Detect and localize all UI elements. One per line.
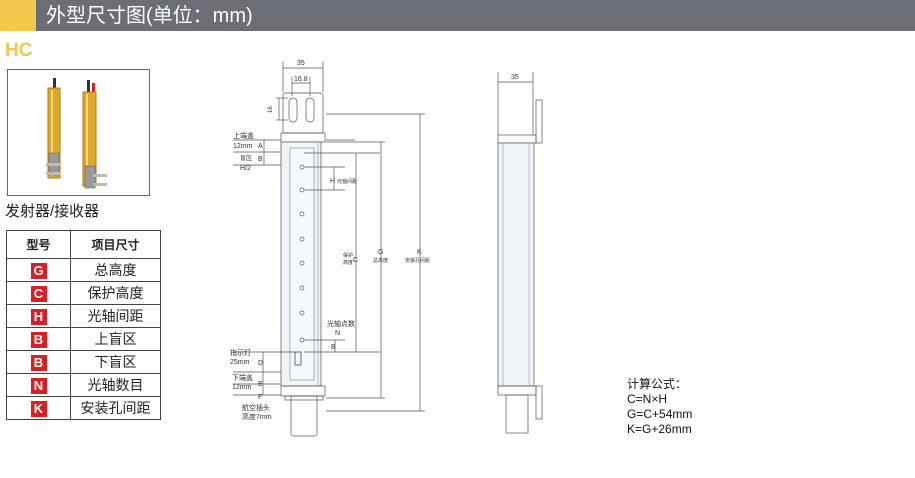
dim-16-8: 16.8 bbox=[294, 76, 308, 83]
formula-title: 计算公式： bbox=[627, 377, 688, 391]
label-N: N bbox=[335, 330, 340, 337]
section-header: 外型尺寸图(单位：mm) bbox=[0, 0, 915, 31]
label-E: E bbox=[258, 381, 263, 388]
label-blind: 盲区 bbox=[240, 154, 252, 162]
label-mount-pitch: 安装孔间距 bbox=[405, 257, 430, 264]
label-H: H bbox=[330, 178, 335, 185]
label-G: G bbox=[378, 249, 383, 256]
column-header-item: 项目尺寸 bbox=[70, 230, 161, 259]
formula-line-2: G=C+54mm bbox=[627, 407, 693, 421]
row-label: 总高度 bbox=[70, 258, 161, 282]
code-badge: H bbox=[30, 308, 47, 325]
row-label: 上盲区 bbox=[70, 327, 161, 351]
dim-35-side: 35 bbox=[511, 74, 519, 81]
dim-35-front: 35 bbox=[297, 60, 305, 67]
label-height: 高度 bbox=[343, 259, 353, 266]
table-row: N 光轴数目 bbox=[6, 373, 161, 397]
table-row: B 下盲区 bbox=[6, 350, 161, 374]
label-H2: H/2 bbox=[240, 165, 251, 172]
code-badge: N bbox=[30, 377, 47, 394]
label-12mm-top: 12mm bbox=[233, 143, 253, 150]
label-25mm: 25mm bbox=[230, 359, 250, 366]
product-caption: 发射器/接收器 bbox=[5, 203, 100, 220]
row-label: 光轴数目 bbox=[70, 373, 161, 397]
header-accent bbox=[0, 0, 36, 31]
table-row: B 上盲区 bbox=[6, 327, 161, 351]
table-header-row: 型号 项目尺寸 bbox=[6, 230, 161, 259]
label-A: A bbox=[258, 143, 263, 150]
section-title: 外型尺寸图(单位：mm) bbox=[46, 5, 253, 27]
column-header-model: 型号 bbox=[6, 230, 71, 259]
label-bottom-cap: 下端盖 bbox=[232, 373, 253, 382]
row-label: 下盲区 bbox=[70, 350, 161, 374]
label-B-top: B bbox=[258, 156, 263, 163]
spec-table: 型号 项目尺寸 G 总高度 C 保护高度 H 光轴间距 B 上盲区 B 下盲区 … bbox=[6, 230, 161, 420]
label-axis-pitch: 光轴间距 bbox=[337, 178, 357, 185]
model-code: HC bbox=[5, 40, 33, 61]
label-axis-count: 光轴点数 bbox=[327, 319, 355, 328]
code-badge: C bbox=[30, 285, 47, 302]
formula-line-3: K=G+26mm bbox=[627, 422, 692, 436]
row-label: 光轴间距 bbox=[70, 304, 161, 328]
table-row: G 总高度 bbox=[6, 258, 161, 282]
label-F: F bbox=[258, 394, 262, 401]
formula-line-1: C=N×H bbox=[627, 392, 668, 406]
label-top-cap: 上端盖 bbox=[233, 131, 254, 140]
label-connector: 航空插头 bbox=[242, 403, 270, 412]
label-indicator: 指示灯 bbox=[230, 348, 251, 357]
label-12mm-bottom: 12mm bbox=[232, 384, 252, 391]
label-connector-h: 高度7mm bbox=[242, 412, 272, 421]
label-K: K bbox=[417, 249, 422, 256]
label-D: D bbox=[258, 360, 263, 367]
table-row: H 光轴间距 bbox=[6, 304, 161, 328]
label-B-bottom: B bbox=[331, 344, 336, 351]
product-image bbox=[7, 69, 150, 196]
label-total-height: 总高度 bbox=[373, 257, 388, 264]
code-badge: B bbox=[30, 331, 47, 348]
label-protect: 保护 bbox=[343, 252, 353, 259]
code-badge: K bbox=[30, 400, 47, 417]
table-row: C 保护高度 bbox=[6, 281, 161, 305]
code-badge: G bbox=[30, 262, 47, 279]
light-curtain-illustration bbox=[46, 78, 107, 189]
row-label: 安装孔间距 bbox=[70, 396, 161, 420]
dim-16: 16 bbox=[268, 106, 274, 113]
row-label: 保护高度 bbox=[70, 281, 161, 305]
formula-block: 计算公式： C=N×H G=C+54mm K=G+26mm bbox=[627, 377, 692, 437]
code-badge: B bbox=[30, 354, 47, 371]
table-row: K 安装孔间距 bbox=[6, 396, 161, 420]
label-C: C bbox=[353, 257, 358, 264]
